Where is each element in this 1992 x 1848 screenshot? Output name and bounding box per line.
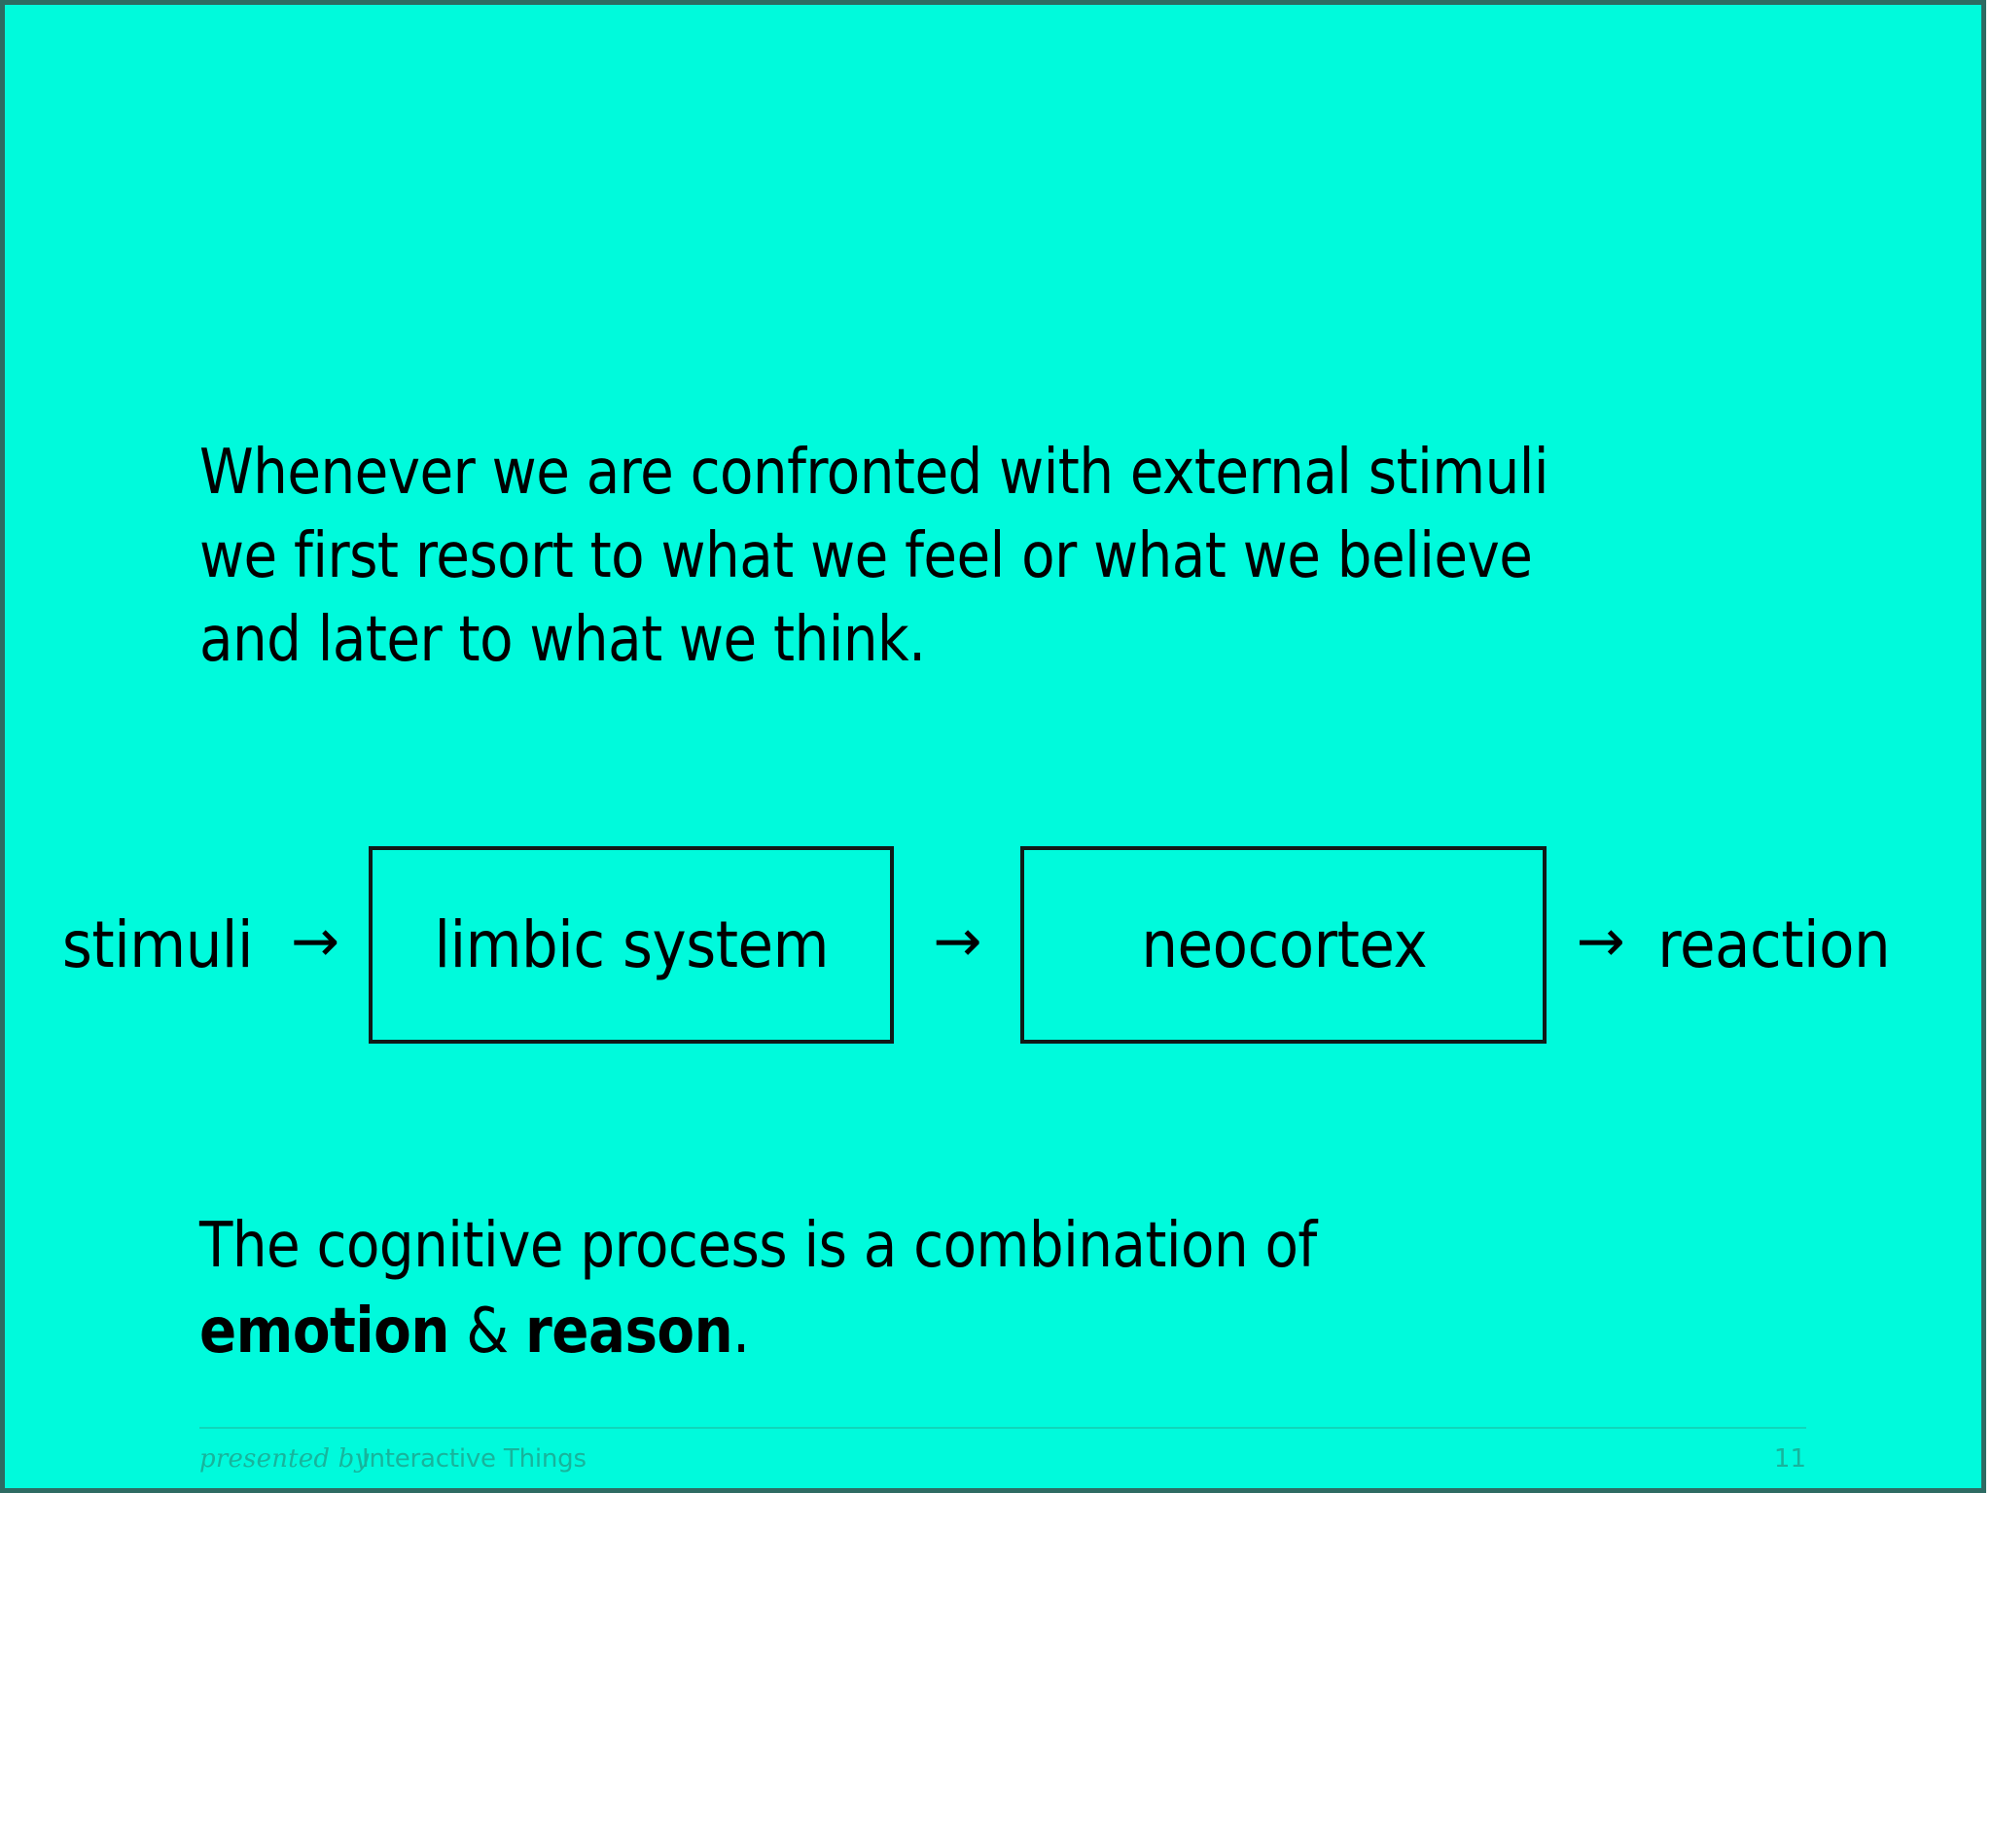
outro-emphasis-emotion: emotion	[199, 1296, 449, 1368]
arrow-right-icon: →	[933, 906, 982, 976]
node-neocortex-label: neocortex	[1141, 907, 1427, 982]
cognitive-flow-diagram: stimuli → limbic system → neocortex → re…	[5, 845, 1981, 1045]
footer: presented by Interactive Things 11	[199, 1444, 1806, 1483]
footer-divider	[199, 1427, 1806, 1429]
footer-presented-by-label: presented by	[199, 1444, 370, 1474]
outro-line-1: The cognitive process is a combination o…	[199, 1210, 1317, 1282]
intro-paragraph: Whenever we are confronted with external…	[199, 437, 1549, 676]
node-limbic-system[interactable]: limbic system	[369, 846, 895, 1044]
outro-period: .	[732, 1296, 750, 1368]
slide: Whenever we are confronted with external…	[0, 0, 1986, 1493]
arrow-right-icon: →	[290, 906, 340, 976]
arrow-right-icon: →	[1576, 906, 1625, 976]
outro-paragraph: The cognitive process is a combination o…	[199, 1203, 1483, 1374]
footer-brand-name: Interactive Things	[362, 1444, 587, 1474]
node-neocortex[interactable]: neocortex	[1020, 846, 1547, 1044]
flow-output-label: reaction	[1657, 907, 1890, 982]
flow-row: stimuli → limbic system → neocortex → re…	[5, 845, 1981, 1045]
outro-ampersand: &	[448, 1296, 526, 1368]
footer-page-number: 11	[1773, 1444, 1806, 1474]
node-limbic-system-label: limbic system	[434, 907, 829, 982]
outro-emphasis-reason: reason	[525, 1296, 733, 1368]
flow-input-label: stimuli	[61, 907, 254, 982]
